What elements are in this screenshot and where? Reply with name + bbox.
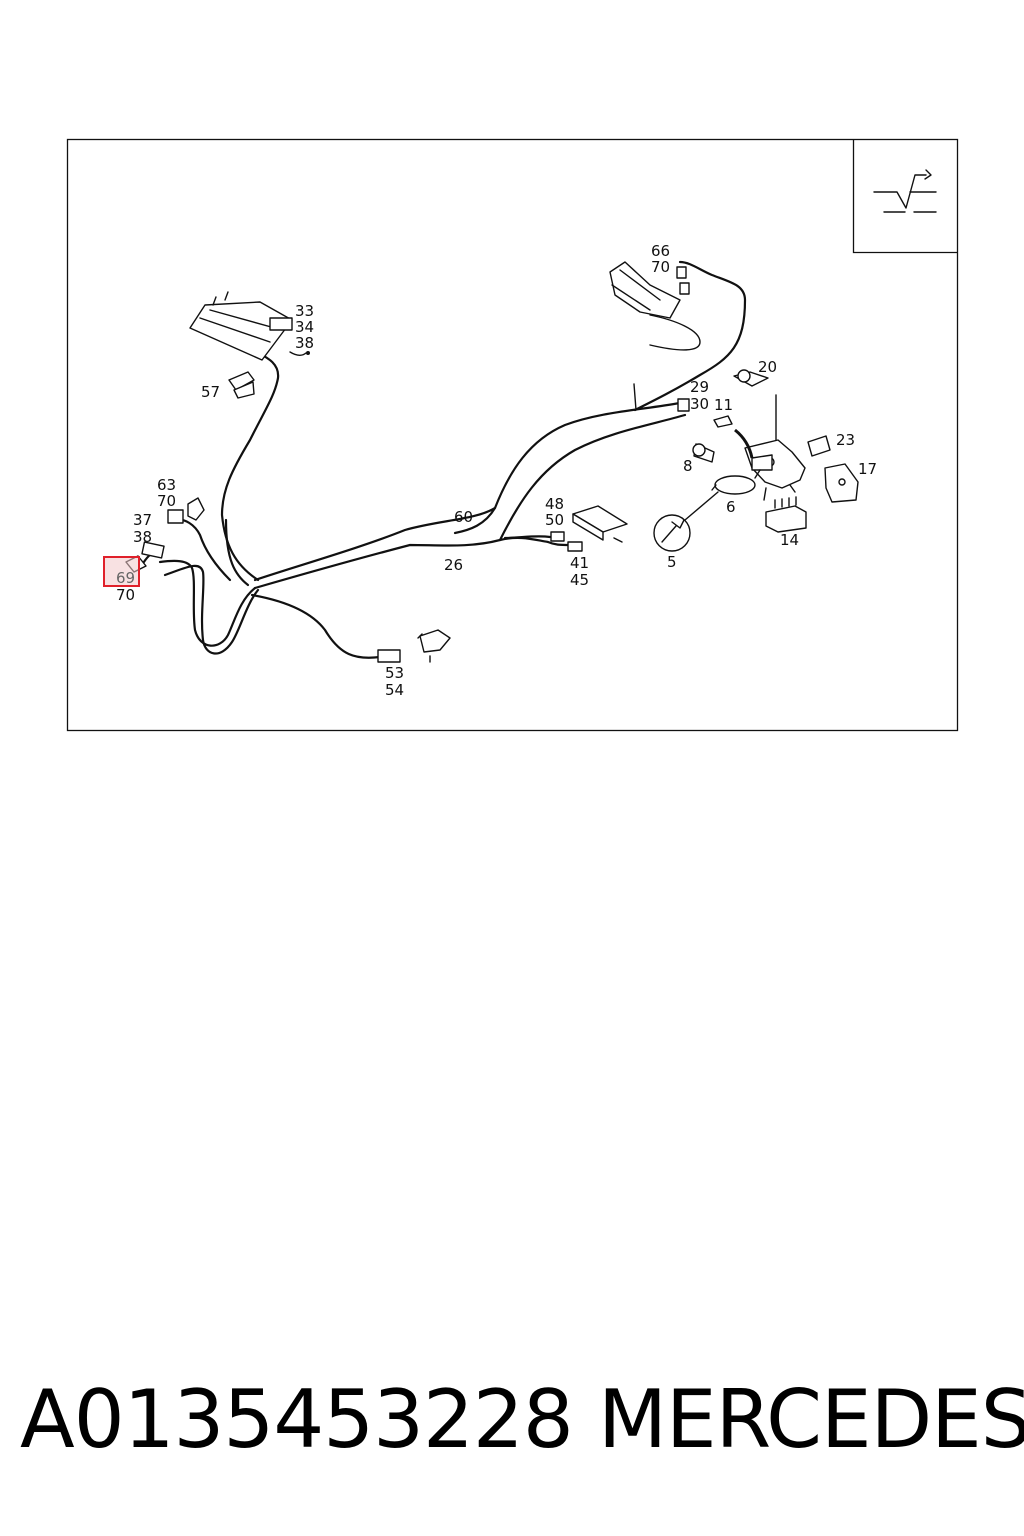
callout-63: 63: [157, 476, 176, 494]
callout-34: 34: [295, 318, 314, 336]
callout-20: 20: [758, 358, 777, 376]
callout-53: 53: [385, 664, 404, 682]
door-lock-actuator-part: [609, 261, 701, 351]
connector-41-45-part: [550, 531, 583, 552]
callout-37: 37: [133, 511, 152, 529]
clip-23-part: [807, 435, 831, 457]
wiper-motor-assembly: [684, 369, 806, 521]
callout-69-highlighted: 69: [116, 569, 135, 587]
brand-name: MERCEDES: [598, 1373, 1024, 1466]
clip-57-part: [228, 371, 255, 399]
callout-6: 6: [726, 498, 736, 516]
callout-33: 33: [295, 302, 314, 320]
callout-60: 60: [454, 508, 473, 526]
wrench-5-icon: [653, 514, 691, 552]
callout-11: 11: [714, 396, 733, 414]
connector-29-30-part: [677, 398, 690, 412]
part-number: A0135453228: [20, 1373, 574, 1466]
callout-labels: 33 34 38 57 66 70 20 29 30 11 23 17 8 6 …: [116, 242, 877, 699]
connector-53-54-part: [377, 629, 451, 663]
callout-66: 66: [651, 242, 670, 260]
bracket-17-part: [824, 463, 859, 503]
callout-50: 50: [545, 511, 564, 529]
connector-63-70-part: [167, 497, 205, 524]
relay-14-part: [765, 496, 807, 533]
main-harness: [140, 260, 747, 659]
callout-26: 26: [444, 556, 463, 574]
callout-41: 41: [570, 554, 589, 572]
callout-45: 45: [570, 571, 589, 589]
callout-38: 38: [133, 528, 152, 546]
connector-37-38-part: [141, 541, 165, 559]
roof-lamp-part: [189, 291, 310, 361]
module-48-50-part: [572, 505, 628, 543]
callout-48: 48: [545, 495, 564, 513]
wiring-harness-diagram: 33 34 38 57 66 70 20 29 30 11 23 17 8 6 …: [66, 138, 959, 732]
callout-29: 29: [690, 378, 709, 396]
callout-23: 23: [836, 431, 855, 449]
callout-30: 30: [690, 395, 709, 413]
callout-5: 5: [667, 553, 677, 571]
callout-8: 8: [683, 457, 693, 475]
callout-70: 70: [116, 586, 135, 604]
callout-54: 54: [385, 681, 404, 699]
callout-14: 14: [780, 531, 799, 549]
caption: A0135453228 MERCEDES: [0, 1370, 1024, 1470]
diagram-frame: [66, 138, 959, 732]
callout-57: 57: [201, 383, 220, 401]
callout-70: 70: [157, 492, 176, 510]
section-symbol-icon: [852, 139, 958, 254]
highlight-box: [103, 556, 140, 587]
callout-17: 17: [858, 460, 877, 478]
callout-70: 70: [651, 258, 670, 276]
callout-38: 38: [295, 334, 314, 352]
